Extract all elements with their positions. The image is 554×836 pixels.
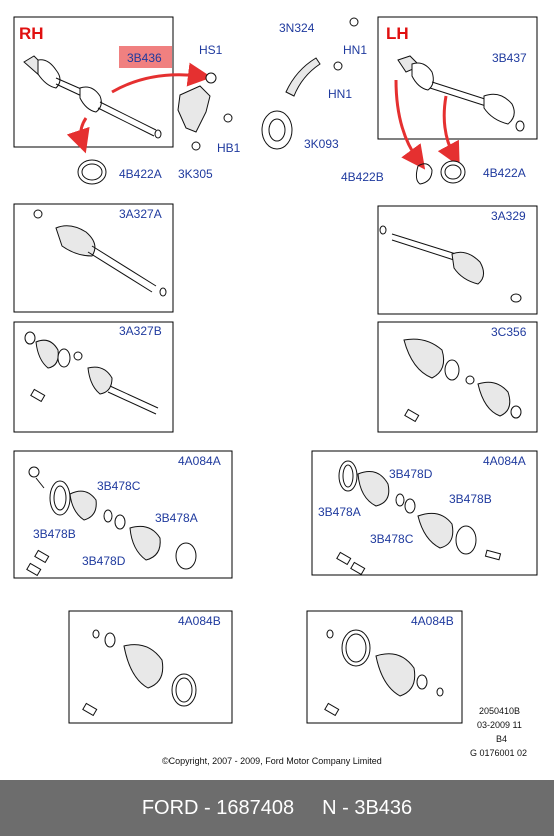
panel-3c356: 3C356 — [377, 321, 538, 433]
r-3b478b: 3B478B — [449, 492, 492, 506]
lh-shaft-drawing — [397, 55, 525, 132]
l-3b478a: 3B478A — [155, 511, 198, 525]
meta-line3: B4 — [496, 734, 507, 744]
panel-3a329: 3A329 — [377, 205, 538, 315]
panel-4a084a-left-label: 4A084A — [178, 454, 221, 468]
callout-hs1: HS1 — [199, 43, 223, 57]
panel-4a084b-left: 4A084B — [68, 610, 233, 724]
panel-4a084b-left-label: 4A084B — [178, 614, 221, 628]
bearing-bracket — [285, 57, 321, 97]
callout-3k305: 3K305 — [178, 167, 213, 181]
lh-arrow-left — [394, 79, 426, 170]
callout-hb1: HB1 — [217, 141, 241, 155]
highlight-callout: 3B436 — [111, 46, 212, 94]
l-3b478b: 3B478B — [33, 527, 76, 541]
l-3b478d: 3B478D — [82, 554, 126, 568]
bolt-hs1 — [205, 72, 217, 84]
callout-4b422a-lh: 4B422A — [483, 166, 526, 180]
panel-4a084b-right-label: 4A084B — [411, 614, 454, 628]
rh-shaft-drawing — [23, 55, 162, 139]
drawing-meta: 2050410B 03-2009 11 B4 G 0176001 02 — [470, 706, 527, 758]
panel-3a327a: 3A327A — [13, 203, 174, 313]
callout-3k093: 3K093 — [304, 137, 339, 151]
meta-line4: G 0176001 02 — [470, 748, 527, 758]
callout-4b422a-rh: 4B422A — [119, 167, 162, 181]
lh-shaft-box: LH 3B437 — [377, 16, 538, 170]
rh-shaft-box: RH — [13, 16, 174, 154]
meta-line1: 2050410B — [479, 706, 520, 716]
lh-label: LH — [386, 24, 409, 43]
panel-3c356-label: 3C356 — [491, 325, 527, 339]
highlight-arrow — [111, 62, 212, 94]
callout-4b422b: 4B422B — [341, 170, 384, 184]
r-3b478c: 3B478C — [370, 532, 414, 546]
panel-3a327b-label: 3A327B — [119, 324, 162, 338]
panel-4a084a-right: 4A084A 3B478D 3B478A 3B478B 3B478C — [311, 450, 538, 576]
callout-3b437: 3B437 — [492, 51, 527, 65]
highlight-box — [119, 46, 172, 68]
footer-brand-part: FORD - 1687408 — [141, 796, 295, 819]
callout-hn1-a: HN1 — [343, 43, 367, 57]
highlight-label: 3B436 — [127, 51, 162, 65]
copyright-text: ©Copyright, 2007 - 2009, Ford Motor Comp… — [162, 756, 382, 766]
r-3b478d: 3B478D — [389, 467, 433, 481]
r-3b478a: 3B478A — [318, 505, 361, 519]
center-bracket-group: HS1 HB1 3K305 3N324 HN1 HN1 3K093 — [177, 17, 367, 181]
bracket-part — [177, 85, 211, 133]
part-number-footer: FORD - 1687408 N - 3B436 — [0, 780, 554, 836]
rh-clip-ring: 4B422A — [77, 159, 162, 185]
panel-4a084a-right-label: 4A084A — [483, 454, 526, 468]
panel-4a084a-left: 4A084A 3B478C 3B478B 3B478A 3B478D — [13, 450, 233, 579]
footer-ref: N - 3B436 — [322, 796, 413, 819]
rh-label: RH — [19, 24, 44, 43]
l-3b478c: 3B478C — [97, 479, 141, 493]
parts-diagram: RH 3B436 4B422A HS1 HB1 3K305 — [13, 16, 538, 766]
lh-arrow-right — [437, 95, 460, 167]
meta-line2: 03-2009 11 — [477, 720, 522, 730]
panel-4a084b-right: 4A084B — [306, 610, 463, 724]
callout-3n324: 3N324 — [279, 21, 315, 35]
rh-arrow-down — [66, 117, 90, 154]
panel-3a329-label: 3A329 — [491, 209, 526, 223]
panel-3a327a-label: 3A327A — [119, 207, 162, 221]
panel-3a327b: 3A327B — [13, 321, 174, 433]
lh-clip-rings: 4B422B 4B422A — [341, 160, 526, 185]
callout-hn1-b: HN1 — [328, 87, 352, 101]
